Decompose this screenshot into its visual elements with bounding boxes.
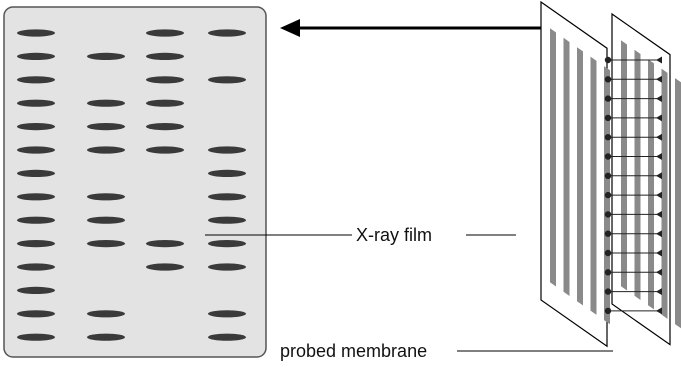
probe-tip (656, 210, 662, 218)
film-band (17, 216, 55, 224)
xray-film (3, 6, 267, 358)
probe-tip (656, 191, 662, 199)
film-band (146, 52, 184, 61)
film-band (17, 286, 55, 294)
back-panel-stripe (621, 40, 627, 291)
film-band (87, 146, 125, 154)
probe-tip (656, 95, 662, 103)
probe-dot (604, 76, 612, 83)
probe-tip (656, 230, 662, 238)
transfer-arrow (280, 19, 544, 37)
film-band (208, 263, 246, 271)
front-panel (540, 0, 610, 348)
probe-dot (604, 211, 612, 218)
film-band (87, 99, 125, 107)
film-band (17, 146, 55, 154)
probe-dot (604, 307, 612, 315)
back-panel (611, 12, 681, 346)
film-band (146, 240, 184, 248)
back-panel-stripe (675, 78, 681, 329)
probe-dot (604, 191, 612, 199)
probe-tip (656, 249, 662, 257)
back-panel-stripe (634, 49, 641, 300)
front-panel-stripe (563, 37, 570, 296)
film-band (87, 310, 125, 318)
probe-dot (604, 95, 612, 102)
film-band (146, 263, 184, 271)
probe-dot (604, 153, 612, 160)
back-panel-stripe (661, 68, 668, 319)
film-band (208, 333, 246, 341)
probe-dot (604, 114, 612, 122)
film-band (208, 310, 246, 318)
film-band (87, 52, 125, 61)
film-band (17, 169, 55, 177)
probe-tip (656, 56, 662, 64)
probe-tip (656, 307, 662, 315)
back-panel-outline (611, 12, 671, 346)
film-band (17, 333, 55, 341)
film-band (17, 52, 55, 61)
film-band (208, 193, 246, 201)
probe-dot (604, 230, 612, 237)
probe-dot (604, 56, 612, 64)
film-band (87, 123, 125, 131)
film-band (87, 193, 125, 201)
label-leader-lines (205, 234, 613, 352)
probe-dot (604, 269, 612, 276)
film-band (146, 146, 184, 154)
film-band (17, 29, 55, 37)
front-panel-stripe (577, 47, 583, 306)
front-panel-stripe (590, 56, 597, 315)
film-band (17, 99, 55, 107)
film-band (146, 123, 184, 131)
film-band (208, 29, 246, 37)
probe-dot (604, 249, 612, 257)
film-band (17, 193, 55, 201)
probed-membrane-label: probed membrane (280, 341, 428, 361)
membrane-assembly (540, 0, 681, 348)
probe-tip (656, 75, 662, 83)
film-band (87, 216, 125, 224)
film-band (208, 146, 246, 154)
probe-tip (656, 153, 662, 160)
probe-tip (656, 172, 662, 180)
xray-film-label: X-ray film (356, 225, 432, 245)
film-band (87, 240, 125, 248)
probe-dot (604, 172, 612, 179)
probe-tip (656, 288, 662, 296)
film-band (17, 76, 55, 84)
probe-dot (604, 288, 612, 295)
film-band (17, 310, 55, 318)
film-band (17, 263, 55, 271)
probe-tip (656, 133, 662, 141)
film-band (208, 216, 246, 224)
probe-tip (656, 268, 662, 276)
film-sheet (3, 6, 267, 358)
film-band (146, 99, 184, 107)
film-band (17, 240, 55, 248)
film-band (146, 76, 184, 84)
film-band (208, 169, 246, 177)
film-band (208, 240, 246, 248)
front-panel-stripe (550, 28, 556, 287)
film-band (87, 333, 125, 341)
back-panel-stripe (648, 59, 654, 310)
film-band (208, 76, 246, 84)
probe-tip (656, 114, 662, 122)
arrow-head (280, 19, 300, 37)
film-band (146, 29, 184, 37)
probe-dot (604, 134, 612, 141)
film-band (17, 123, 55, 131)
